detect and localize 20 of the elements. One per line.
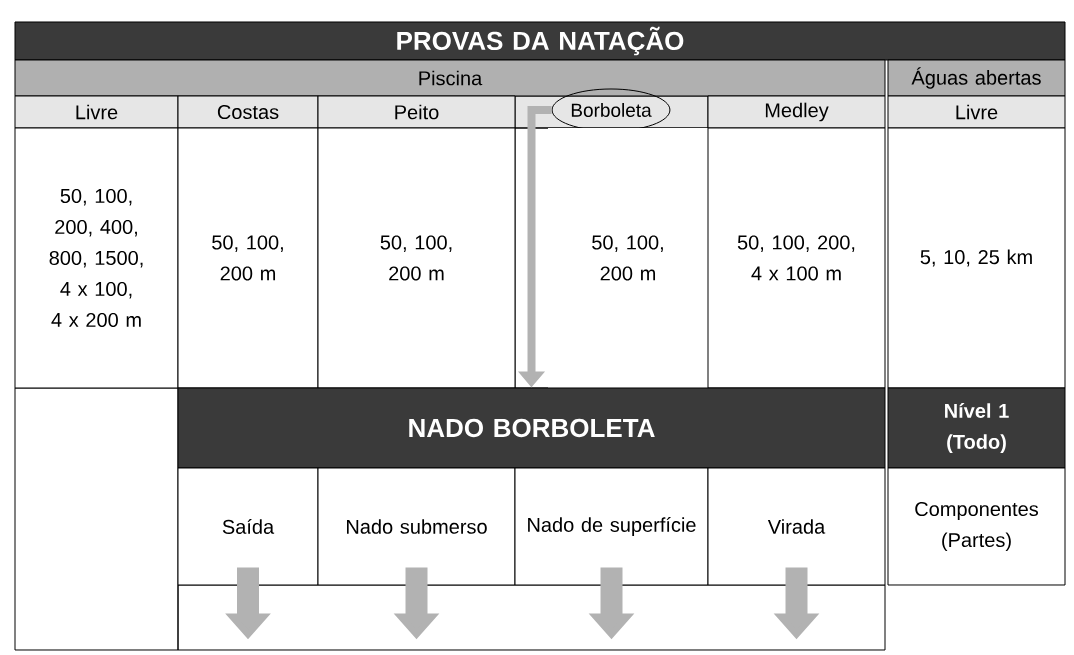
table-cell: Virada bbox=[707, 467, 886, 586]
column-header: Livre bbox=[887, 95, 1066, 129]
level-header: Nível 1 (Todo) bbox=[887, 387, 1066, 469]
table-cell: 50, 100, 200 m bbox=[177, 127, 319, 389]
column-header: Livre bbox=[14, 95, 179, 129]
node-label: 50, 100, 200 m bbox=[592, 235, 663, 281]
column-header: Costas bbox=[177, 95, 319, 129]
column-header: Peito bbox=[317, 95, 516, 129]
table-cell: 50, 100, 200 m bbox=[317, 127, 516, 389]
table-cell: Nado de superfície bbox=[514, 467, 709, 586]
table-cell: Saída bbox=[177, 467, 319, 586]
column-header: Medley bbox=[707, 95, 886, 129]
table-cell: Nado submerso bbox=[317, 467, 516, 586]
title-band: PROVAS DA NATAÇÃO bbox=[14, 21, 1066, 61]
table-cell: Componentes (Partes) bbox=[887, 467, 1066, 586]
table-cell: 50, 100, 200, 400, 800, 1500, 4 x 100, 4 x 200 m bbox=[14, 127, 179, 389]
table-cell: 50, 100, 200 m bbox=[548, 128, 708, 388]
table-cell: 5, 10, 25 km bbox=[887, 127, 1066, 389]
section-band: Águas abertas bbox=[887, 59, 1066, 97]
table-cell: 50, 100, 200, 4 x 100 m bbox=[707, 127, 886, 389]
